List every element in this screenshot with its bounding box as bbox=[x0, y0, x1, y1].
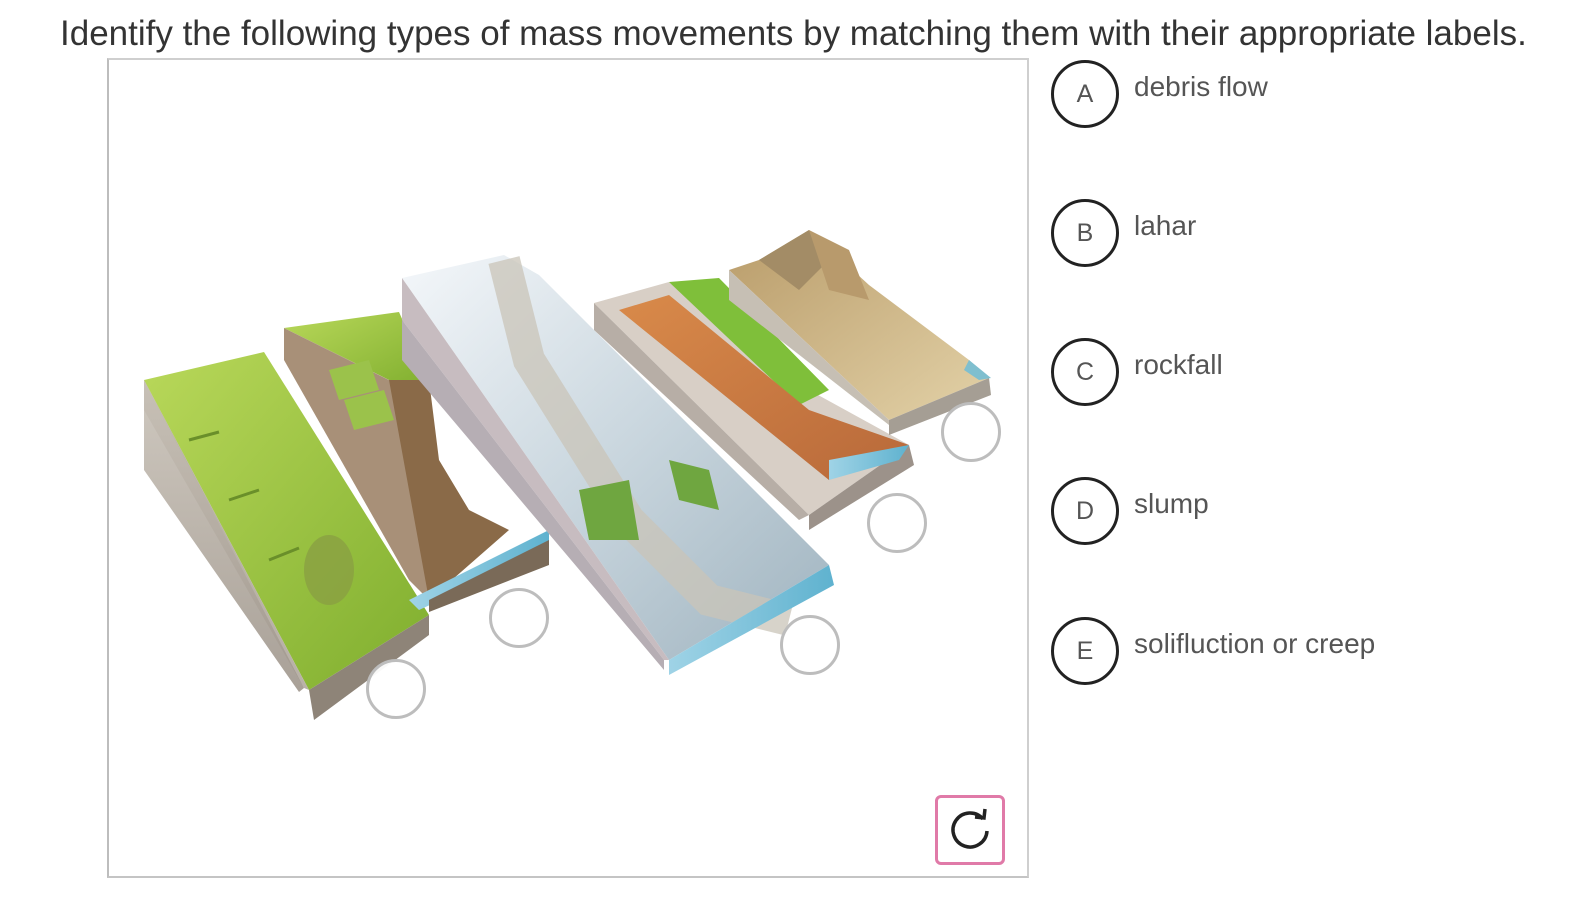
letter-badge: A bbox=[1051, 60, 1119, 128]
letter-text: E bbox=[1076, 636, 1094, 665]
rockfall-block bbox=[729, 230, 991, 435]
slump-block bbox=[284, 312, 549, 612]
drop-target-3[interactable] bbox=[780, 615, 840, 675]
drop-target-4[interactable] bbox=[867, 493, 927, 553]
mass-movement-illustration bbox=[144, 230, 991, 720]
label-text: slump bbox=[1134, 488, 1209, 519]
label-text: rockfall bbox=[1134, 349, 1223, 380]
figure-frame bbox=[107, 58, 1029, 878]
letter-badge: C bbox=[1051, 338, 1119, 406]
label-text: debris flow bbox=[1134, 71, 1268, 102]
letter-text: C bbox=[1075, 357, 1095, 386]
reset-icon bbox=[951, 808, 989, 849]
reset-button[interactable] bbox=[935, 795, 1005, 865]
letter-text: D bbox=[1075, 496, 1095, 525]
question-prompt: Identify the following types of mass mov… bbox=[60, 14, 1527, 53]
label-text: solifluction or creep bbox=[1134, 628, 1376, 659]
letter-badge: E bbox=[1051, 617, 1119, 685]
drop-target-2[interactable] bbox=[489, 588, 549, 648]
letter-text: A bbox=[1076, 79, 1094, 108]
debris-flow-block bbox=[594, 278, 914, 530]
lahar-block bbox=[402, 255, 834, 675]
letter-badge: D bbox=[1051, 477, 1119, 545]
letter-text: B bbox=[1076, 218, 1094, 247]
letter-badge: B bbox=[1051, 199, 1119, 267]
creep-block bbox=[144, 352, 429, 720]
drop-target-1[interactable] bbox=[366, 659, 426, 719]
label-text: lahar bbox=[1134, 210, 1197, 241]
drop-target-5[interactable] bbox=[941, 402, 1001, 462]
